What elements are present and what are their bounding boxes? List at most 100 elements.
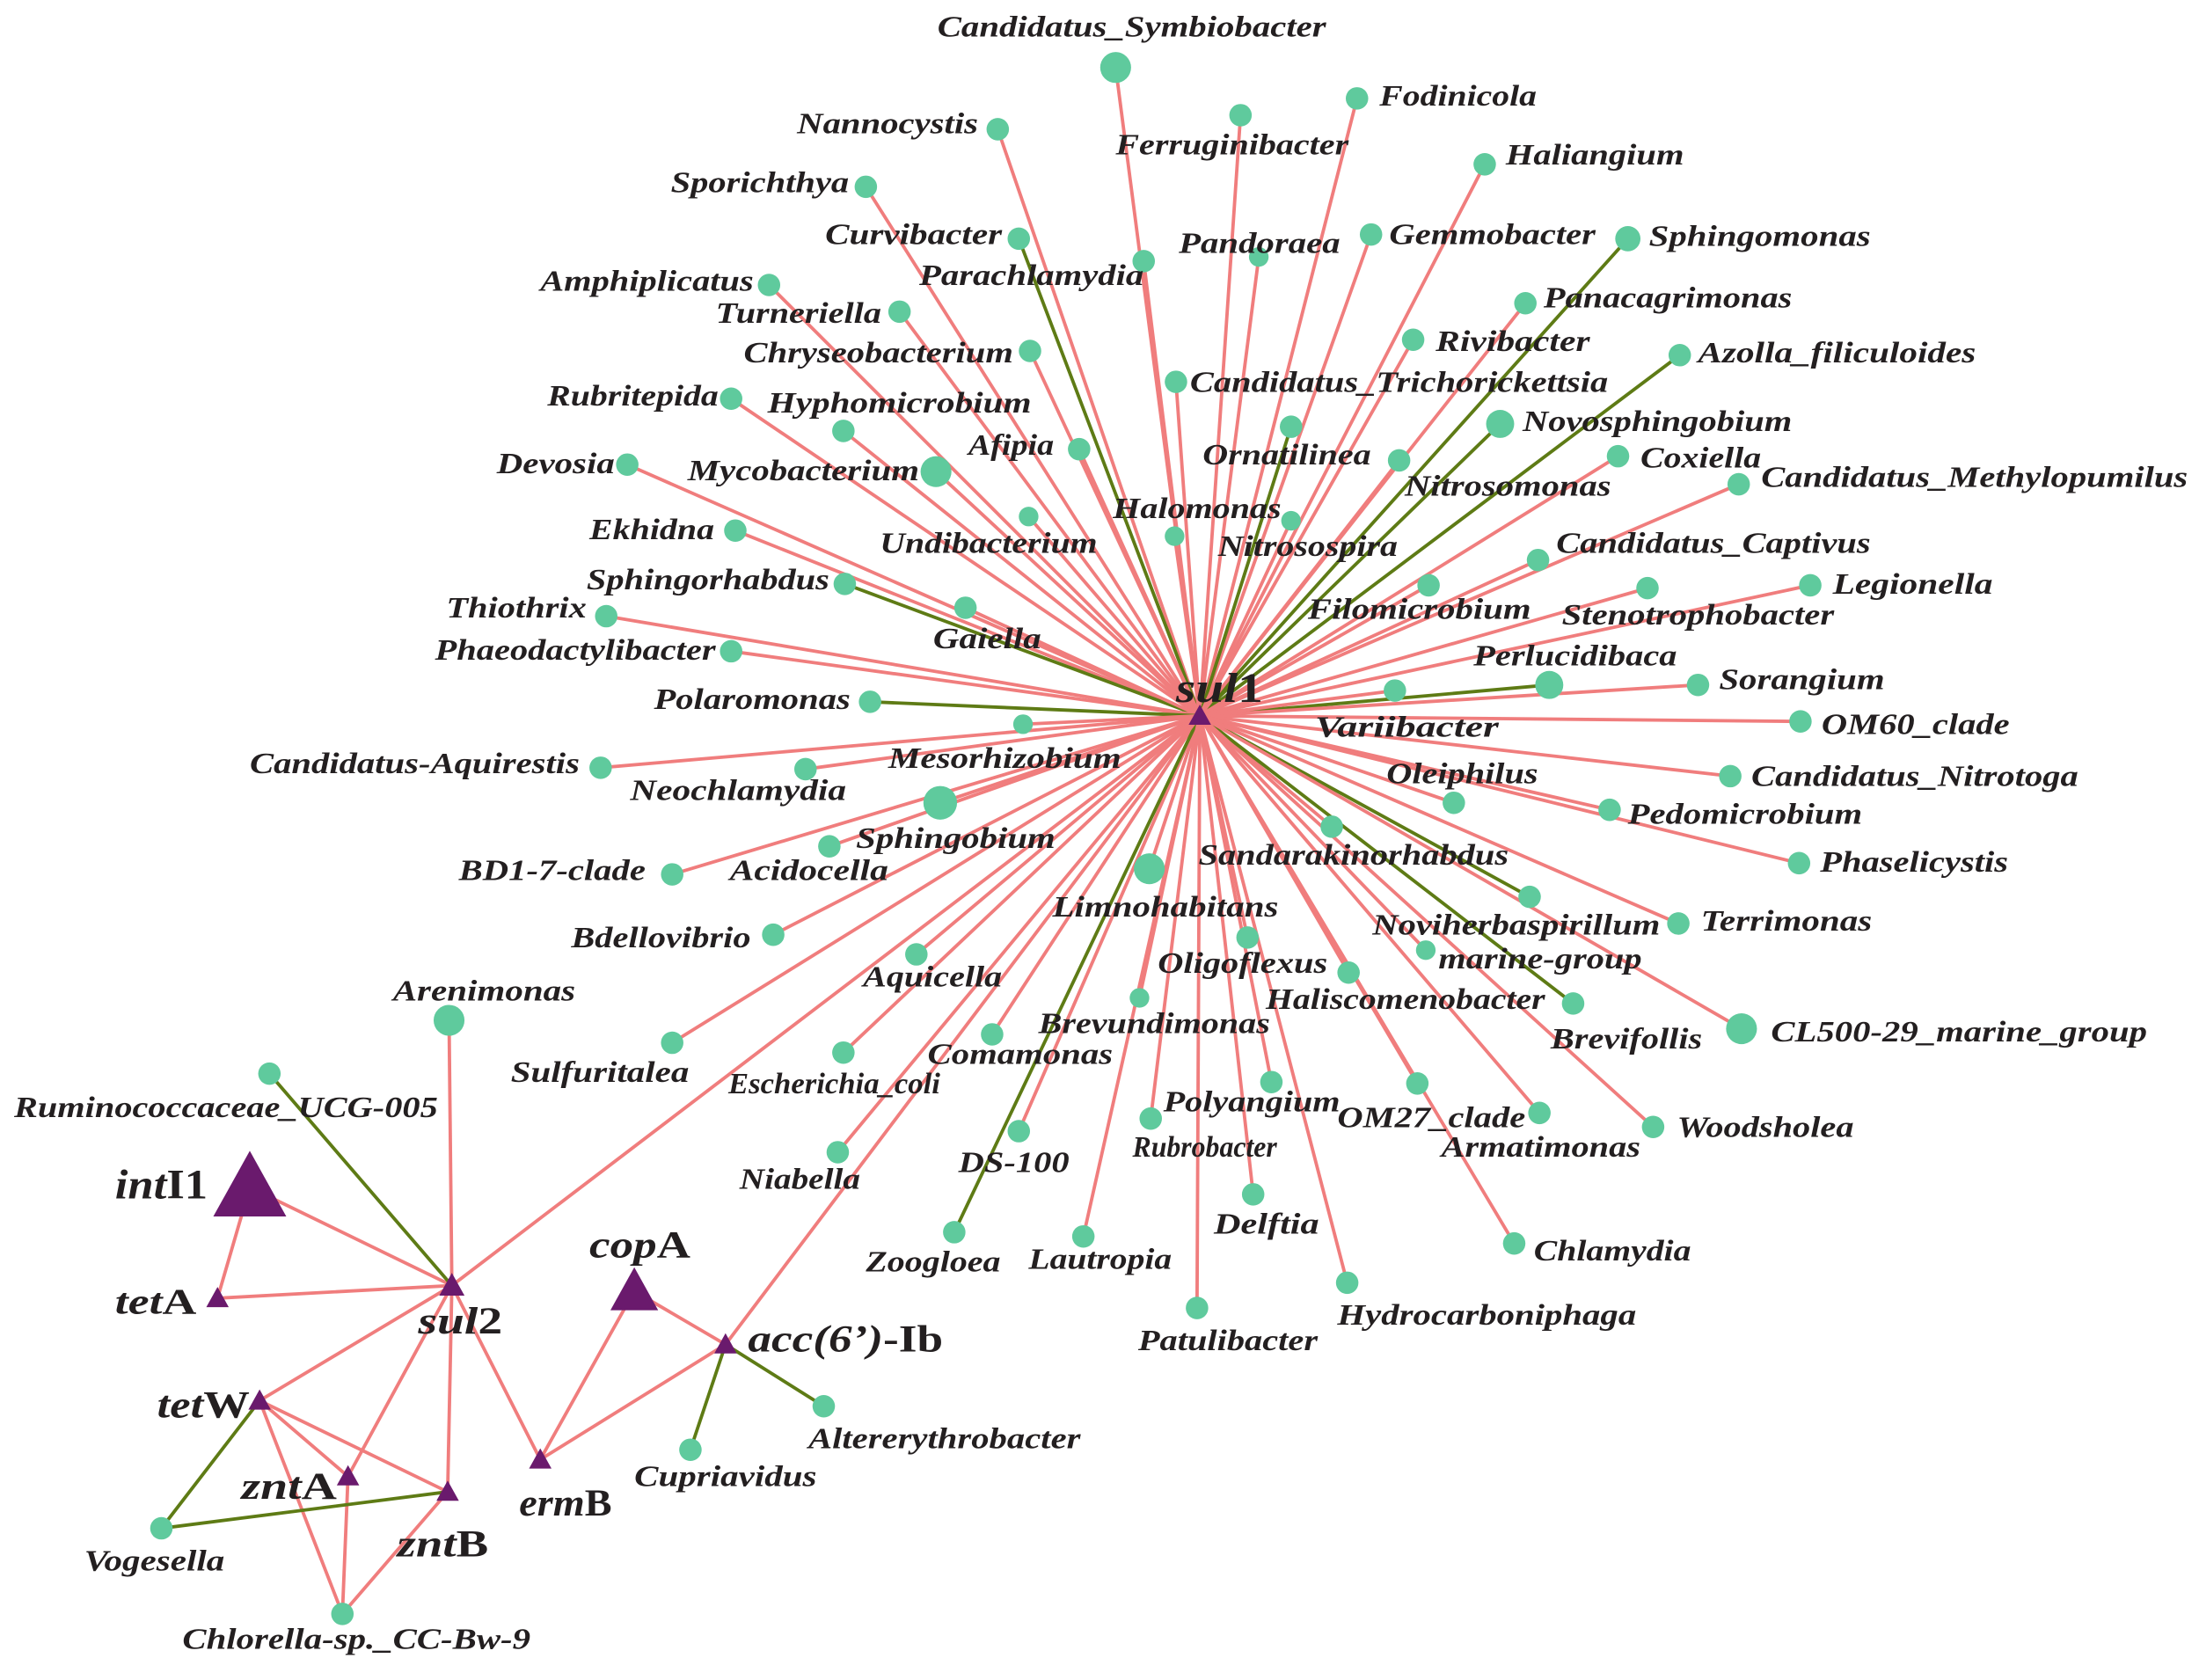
network-edge <box>346 1283 454 1479</box>
genus-node-circle <box>1514 291 1537 315</box>
gene-label-italic-part: sul <box>417 1301 478 1342</box>
genus-node-circle <box>724 519 747 542</box>
network-edge <box>897 310 1202 718</box>
network-edge <box>248 1185 454 1288</box>
gene-label-plain-part: B <box>585 1483 612 1524</box>
genus-label: Filomicrobium <box>1307 594 1531 626</box>
genus-label: Brevifollis <box>1550 1023 1703 1055</box>
genus-label: Stenotrophobacter <box>1562 599 1836 632</box>
network-edge <box>868 699 1202 718</box>
gene-label-plain-part: B <box>457 1523 489 1565</box>
genus-label: Chlorella-sp._CC-Bw-9 <box>182 1624 530 1656</box>
genus-node-circle <box>1165 370 1187 393</box>
genus-node-circle <box>661 1031 683 1055</box>
network-edge <box>767 283 1202 718</box>
genus-label: Comamonas <box>928 1038 1114 1070</box>
network-edge <box>841 429 1202 718</box>
genus-node-circle <box>1019 340 1041 362</box>
genus-node-circle <box>943 1221 966 1244</box>
genus-node-circle <box>953 596 977 619</box>
network-edge <box>1198 353 1682 718</box>
network-edge <box>827 713 1202 849</box>
genus-node-circle <box>905 943 928 966</box>
genus-node-circle <box>1387 449 1411 472</box>
genus-label: Curvibacter <box>825 219 1003 252</box>
genus-node-circle <box>1165 526 1185 546</box>
network-edge <box>952 713 1202 1234</box>
network-edge <box>803 713 1202 771</box>
network-edge <box>1017 713 1202 1133</box>
gene-label-italic-part: znt <box>395 1523 458 1565</box>
genus-label: Gemmobacter <box>1389 219 1596 252</box>
genus-node-circle <box>826 1141 850 1164</box>
network-edge <box>864 185 1202 718</box>
genus-label: Candidatus_Symbiobacter <box>938 11 1327 44</box>
network-edge <box>258 1399 449 1494</box>
genus-node-circle <box>1415 940 1436 961</box>
genus-label: Sphingomonas <box>1649 220 1871 252</box>
network-edge <box>258 1399 350 1479</box>
genus-node-circle <box>1726 1013 1757 1045</box>
genus-node-circle <box>589 756 612 779</box>
genus-label: Novosphingobium <box>1522 405 1793 438</box>
genus-label: Noviherbaspirillum <box>1371 909 1660 942</box>
network-edge <box>1198 458 1401 718</box>
gene-label-italic-part: sul <box>1175 665 1238 712</box>
gene-label-italic-part: erm <box>519 1483 584 1524</box>
genus-node-circle <box>1528 1101 1551 1125</box>
gene-label-italic-part: acc(6’) <box>748 1319 883 1361</box>
genus-label: Sphingobium <box>856 822 1056 855</box>
network-edge <box>1198 713 1733 778</box>
genus-node-circle <box>986 118 1010 141</box>
genus-node-circle <box>720 639 742 663</box>
genus-node-circle <box>1606 444 1630 468</box>
network-edge <box>1198 713 1802 724</box>
genus-node-circle <box>1799 573 1822 597</box>
gene-node-triangle <box>206 1287 230 1308</box>
genus-node-circle <box>762 923 785 946</box>
network-edge <box>843 581 1202 718</box>
network-edge <box>670 713 1202 1045</box>
genus-node-circle <box>1561 992 1585 1015</box>
genus-node-circle <box>1280 415 1303 438</box>
genus-label: Halomonas <box>1112 493 1282 525</box>
gene-label-italic-part: int <box>115 1162 168 1209</box>
genus-label: Chryseobacterium <box>744 337 1013 369</box>
network-edge <box>1198 689 1397 718</box>
genus-node-circle <box>331 1603 354 1625</box>
genus-label: BD1-7-clade <box>457 854 646 887</box>
genus-label: Acidocella <box>727 854 888 887</box>
genus-label: Variibacter <box>1315 712 1500 744</box>
network-edge <box>604 614 1202 718</box>
genus-node-circle <box>1241 1183 1265 1206</box>
network-edge <box>258 1399 345 1616</box>
genus-node-circle <box>923 785 958 820</box>
genus-node-circle <box>920 456 952 487</box>
genus-label: Afipia <box>967 429 1055 462</box>
genus-node-circle <box>150 1516 173 1540</box>
network-edge <box>1198 586 1649 718</box>
genus-node-circle <box>1535 670 1564 699</box>
network-edge <box>996 128 1202 718</box>
node-layer <box>150 52 1822 1625</box>
genus-node-circle <box>858 690 881 713</box>
genus-label: Brevundimonas <box>1037 1007 1269 1040</box>
genus-node-circle <box>1615 226 1641 252</box>
genus-node-circle <box>1260 1070 1283 1093</box>
genus-node-circle <box>1686 673 1710 697</box>
gene-label-plain-part: A <box>657 1225 690 1267</box>
network-edge <box>1198 232 1373 718</box>
genus-label: Mesorhizobium <box>888 742 1121 775</box>
genus-label: Rubritepida <box>546 380 719 413</box>
genus-label: Altererythrobacter <box>807 1423 1082 1456</box>
gene-label-plain-part: 2 <box>478 1301 502 1342</box>
genus-node-circle <box>720 387 742 411</box>
network-edge <box>1198 713 1428 953</box>
genus-node-circle <box>433 1004 465 1036</box>
genus-label: Lautropia <box>1027 1243 1172 1275</box>
genus-label: Cupriavidus <box>634 1461 816 1494</box>
